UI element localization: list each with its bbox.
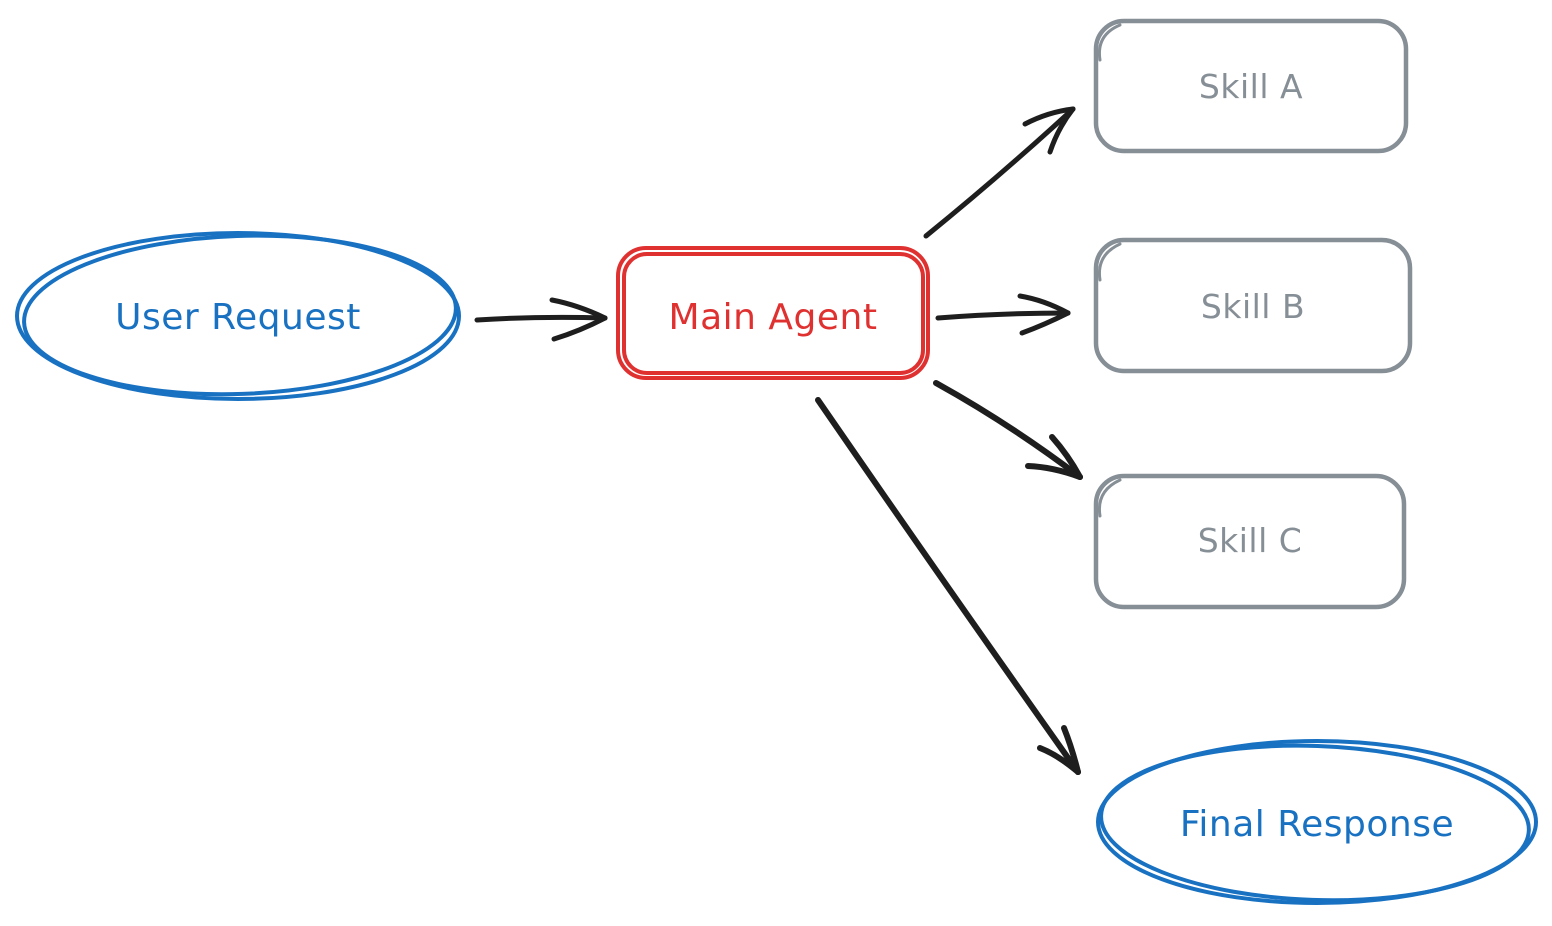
node-user-request-label: User Request	[115, 297, 361, 338]
node-main-agent[interactable]	[616, 246, 930, 380]
node-skill-c-label: Skill C	[1198, 521, 1303, 560]
arrow-user-request-to-main-agent[interactable]	[474, 297, 608, 342]
node-skill-b-label: Skill B	[1201, 287, 1305, 326]
arrow-main-agent-to-skill-a[interactable]	[923, 106, 1076, 239]
arrow-main-agent-to-skill-c[interactable]	[933, 380, 1083, 480]
node-skill-b[interactable]	[1093, 237, 1413, 374]
node-final-response-label: Final Response	[1180, 804, 1454, 845]
node-user-request[interactable]	[15, 228, 461, 401]
node-main-agent-label: Main Agent	[669, 297, 878, 338]
node-skill-a-label: Skill A	[1199, 67, 1303, 106]
arrow-main-agent-to-skill-b[interactable]	[935, 293, 1071, 336]
node-skill-c[interactable]	[1093, 473, 1407, 610]
node-skill-a[interactable]	[1093, 18, 1409, 154]
node-final-response[interactable]	[1096, 739, 1538, 908]
arrow-main-agent-to-final-response[interactable]	[815, 397, 1081, 775]
